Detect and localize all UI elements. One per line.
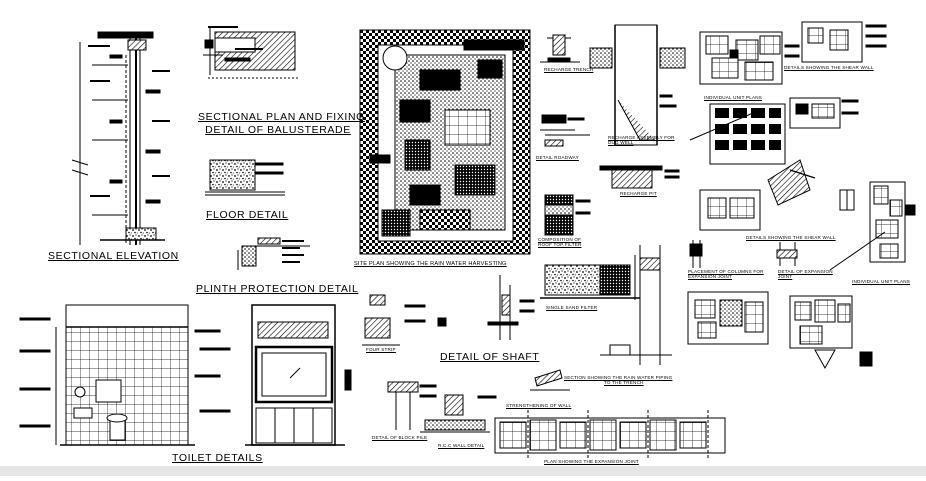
- composition-label: COMPOSITION OF ROOF TOP FILTER: [538, 237, 582, 247]
- block-pile-label: DETAIL OF BLOCK PILE: [372, 435, 428, 440]
- sectional-elevation-title: SECTIONAL ELEVATION: [48, 250, 179, 262]
- recharge-trench-drawing: [540, 34, 580, 63]
- unit-plan-cluster-bottom-right: [687, 291, 873, 370]
- floor-detail-title: FLOOR DETAIL: [206, 209, 289, 221]
- expansion-line1: DETAIL OF EXPANSION: [778, 269, 833, 274]
- rcc-wall-detail-label: R.C.C WALL DETAIL: [438, 443, 485, 448]
- placement-line2: EXPANSION JOINT: [688, 273, 733, 279]
- individual-unit-plans-top-label: INDIVIDUAL UNIT PLANS: [704, 95, 763, 100]
- dug-well-drawing: [589, 24, 686, 146]
- individual-unit-plan-top: [699, 31, 800, 85]
- expansion-joint-columns-drawing: [689, 240, 798, 268]
- plan-expansion-joint-label: PLAN SHOWING THE EXPANSION JOINT: [544, 459, 639, 464]
- section-rain-piping-label: SECTION SHOWING THE RAIN WATER PIPING TO…: [564, 375, 673, 385]
- recharge-trench-label: RECHARGE TRENCH: [544, 67, 594, 72]
- detail-roadway-drawing: [540, 114, 590, 147]
- shear-wall-plan-mid: [699, 159, 855, 231]
- expansion-detail-label: DETAIL OF EXPANSION JOINT: [778, 269, 833, 279]
- expansion-line2: JOINT: [778, 273, 793, 279]
- recharge-assembly-line1: RECHARGE ASSEMBLY FOR: [608, 135, 675, 140]
- balusterade-title: SECTIONAL PLAN AND FIXING DETAIL OF BALU…: [198, 111, 365, 136]
- detail-showing-wall-label: DETAILS SHOWING THE SHEAR WALL: [784, 65, 874, 70]
- sectional-elevation-drawing: [71, 31, 170, 245]
- sheet-bottom-border: [0, 466, 926, 476]
- detail-roadway-label: DETAIL ROADWAY: [536, 155, 579, 160]
- toilet-elevation-right: [199, 304, 352, 446]
- placement-line1: PLACEMENT OF COLUMNS FOR: [688, 269, 764, 274]
- recharge-assembly-line2: DUG WELL: [608, 139, 634, 145]
- recharge-assembly-label: RECHARGE ASSEMBLY FOR DUG WELL: [608, 135, 675, 145]
- site-plan-drawing: [359, 29, 531, 255]
- single-sand-filter-drawing: [540, 255, 640, 300]
- detail-of-shaft-title: DETAIL OF SHAFT: [440, 351, 540, 363]
- four-strip-label: FOUR STRIP: [366, 347, 396, 352]
- detail-showing-shear-wall-label: DETAILS SHOWING THE SHEAR WALL: [746, 235, 836, 240]
- shaft-drawing: [487, 245, 672, 365]
- roof-top-filter-drawing: [544, 194, 591, 236]
- individual-unit-plan-right: [829, 181, 916, 271]
- section-rain-line2: TO THE TRENCH: [604, 379, 644, 385]
- toilet-details-title: TOILET DETAILS: [172, 452, 263, 464]
- site-plan-title: SITE PLAN SHOWING THE RAIN WATER HARVEST…: [354, 261, 507, 267]
- strengthening-wall-label: STRENGTHENING OF WALL: [506, 403, 572, 408]
- floor-detail-drawing: [205, 159, 285, 196]
- plinth-protection-title: PLINTH PROTECTION DETAIL: [196, 283, 359, 295]
- toilet-elevation-left: [19, 304, 221, 446]
- block-pile-drawing: [387, 381, 437, 430]
- placement-columns-label: PLACEMENT OF COLUMNS FOR EXPANSION JOINT: [688, 269, 764, 279]
- structural-grid-plan: [689, 97, 859, 165]
- expansion-joint-plan-drawing: [494, 410, 726, 460]
- section-rain-line1: SECTION SHOWING THE RAIN WATER PIPING: [564, 375, 673, 380]
- rcc-wall-detail-drawing: [420, 394, 497, 433]
- composition-line1: COMPOSITION OF: [538, 237, 582, 242]
- single-sand-filter-label: SINGLE SAND FILTER: [546, 305, 598, 310]
- plinth-protection-drawing: [237, 237, 310, 270]
- recharge-pit-drawing: [599, 165, 680, 189]
- shear-wall-detail-top: [801, 21, 887, 63]
- balusterade-section-drawing: [203, 26, 300, 79]
- balusterade-title-line1: SECTIONAL PLAN AND FIXING: [198, 111, 365, 123]
- composition-line2: ROOF TOP FILTER: [538, 241, 582, 247]
- balusterade-title-line2: DETAIL OF BALUSTERADE: [205, 123, 351, 136]
- individual-unit-plans-right-label: INDIVIDUAL UNIT PLANS: [852, 279, 911, 284]
- four-strip-drawing: [362, 294, 447, 346]
- strengthening-wall-drawing: [530, 369, 570, 391]
- recharge-pit-label: RECHARGE PIT: [620, 191, 657, 196]
